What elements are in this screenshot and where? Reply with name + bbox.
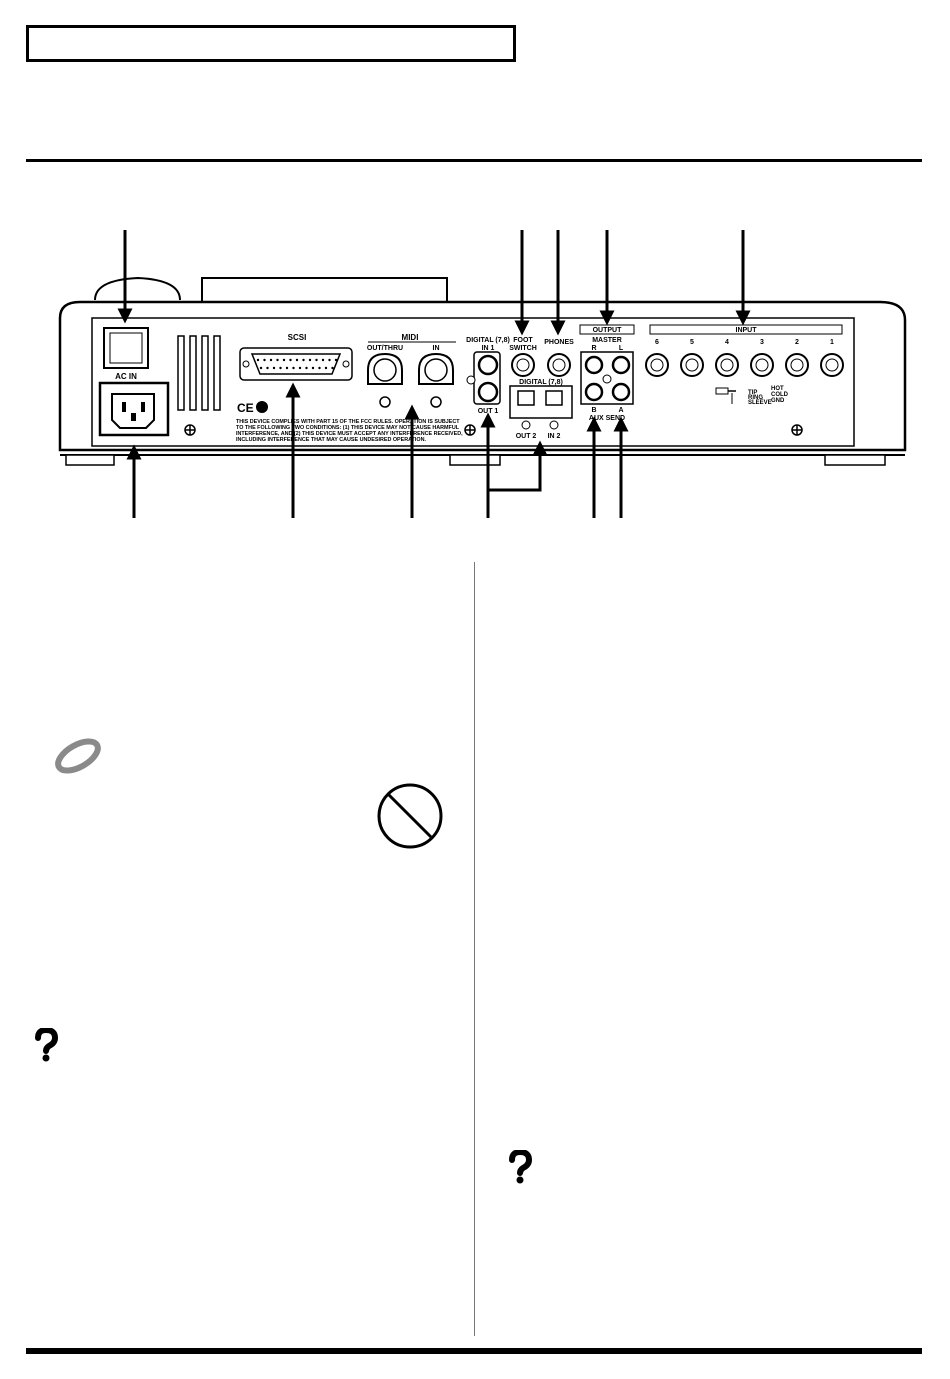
output-label: OUTPUT — [593, 327, 623, 334]
master-label: MASTER — [592, 337, 622, 344]
top-rule — [26, 159, 922, 162]
scsi-pin — [263, 358, 266, 362]
digital-out1-jack[interactable] — [477, 381, 499, 403]
scsi-pin — [334, 358, 338, 362]
master-l-label: L — [619, 345, 624, 352]
scsi-pin — [282, 358, 286, 362]
scsi-pin — [331, 366, 334, 370]
fcc-statement: THIS DEVICE COMPLIES WITH PART 15 OF THE… — [236, 419, 463, 443]
aux-b-label: B — [591, 407, 596, 414]
fcc-line: INTERFERENCE, AND (2) THIS DEVICE MUST A… — [236, 431, 463, 437]
scsi-pin — [272, 366, 276, 370]
scsi-pin — [302, 358, 305, 362]
midi-label: MIDI — [402, 333, 419, 342]
scsi-pin — [259, 366, 263, 370]
scsi-pin — [266, 366, 269, 370]
scsi-label: SCSI — [288, 333, 307, 342]
phones-label: PHONES — [544, 339, 574, 346]
hot-label: HOT — [771, 386, 784, 392]
question-mark-icon — [509, 1150, 532, 1184]
scsi-pin — [295, 358, 299, 362]
scsi-pin — [276, 358, 279, 362]
midi-in-label: IN — [433, 345, 440, 352]
scsi-pin — [279, 366, 282, 370]
master-r-jack[interactable] — [584, 355, 604, 375]
midi-out-thru-label: OUT/THRU — [367, 345, 403, 352]
aux-b-jack[interactable] — [584, 382, 604, 402]
input-number: 2 — [795, 339, 799, 346]
digital-out2-label: OUT 2 — [516, 433, 537, 440]
scsi-pin — [292, 366, 295, 370]
ac-in-label: AC IN — [115, 372, 137, 381]
bottom-rule — [26, 1348, 922, 1354]
master-l-jack[interactable] — [611, 355, 631, 375]
cold-label: COLD — [771, 392, 789, 398]
fcc-line: THIS DEVICE COMPLIES WITH PART 15 OF THE… — [236, 419, 460, 425]
foot-label: FOOT — [513, 337, 533, 344]
scsi-pin — [305, 366, 308, 370]
input-number: 4 — [725, 339, 729, 346]
aux-a-label: A — [618, 407, 623, 414]
scsi-pin — [308, 358, 312, 362]
rear-panel-diagram: AC IN SCSI CE THIS DEVICE COMPLIES WITH … — [58, 230, 907, 518]
fcc-line: INCLUDING INTERFERENCE THAT MAY CAUSE UN… — [236, 437, 426, 443]
column-divider — [474, 562, 475, 1336]
ce-mark: CE — [237, 401, 254, 415]
scsi-pin — [311, 366, 315, 370]
input-number: 1 — [830, 339, 834, 346]
header-title-box — [26, 25, 516, 62]
callout-arrow-digital-optical — [488, 440, 548, 492]
scsi-pin — [256, 358, 260, 362]
digital-coax-label: DIGITAL (7,8) — [466, 337, 510, 344]
digital-in2-label: IN 2 — [548, 433, 561, 440]
digital-in1-jack[interactable] — [477, 354, 499, 376]
midi-in-port[interactable] — [418, 352, 454, 408]
digital-optical-label: DIGITAL (7,8) — [519, 379, 563, 386]
scsi-pin — [318, 366, 321, 370]
scsi-pin — [289, 358, 292, 362]
gnd-label: GND — [771, 398, 785, 404]
digital-in2-optical[interactable] — [545, 390, 563, 406]
scsi-pin — [298, 366, 302, 370]
scsi-pin — [285, 366, 289, 370]
digital-out1-label: OUT 1 — [478, 408, 499, 415]
input-label: INPUT — [736, 327, 758, 334]
fcc-line: TO THE FOLLOWING TWO CONDITIONS: (1) THI… — [236, 425, 460, 431]
input-number: 3 — [760, 339, 764, 346]
question-mark-icon — [35, 1028, 58, 1062]
note-icon — [55, 738, 101, 774]
digital-out2-optical[interactable] — [517, 390, 535, 406]
aux-a-jack[interactable] — [611, 382, 631, 402]
sleeve-label: SLEEVE — [748, 400, 772, 406]
scsi-pin — [269, 358, 273, 362]
scsi-pin — [321, 358, 325, 362]
scsi-pin — [324, 366, 328, 370]
scsi-pin — [328, 358, 331, 362]
input-number: 6 — [655, 339, 659, 346]
prohibited-icon — [377, 783, 443, 849]
tip-label: TIP — [748, 390, 757, 396]
ring-label: RING — [748, 395, 763, 401]
switch-label: SWITCH — [509, 345, 537, 352]
scsi-pin — [315, 358, 318, 362]
master-r-label: R — [591, 345, 596, 352]
midi-out-thru-port[interactable] — [367, 352, 403, 408]
aux-send-label: AUX SEND — [589, 415, 625, 422]
digital-in1-label: IN 1 — [482, 345, 495, 352]
input-number: 5 — [690, 339, 694, 346]
